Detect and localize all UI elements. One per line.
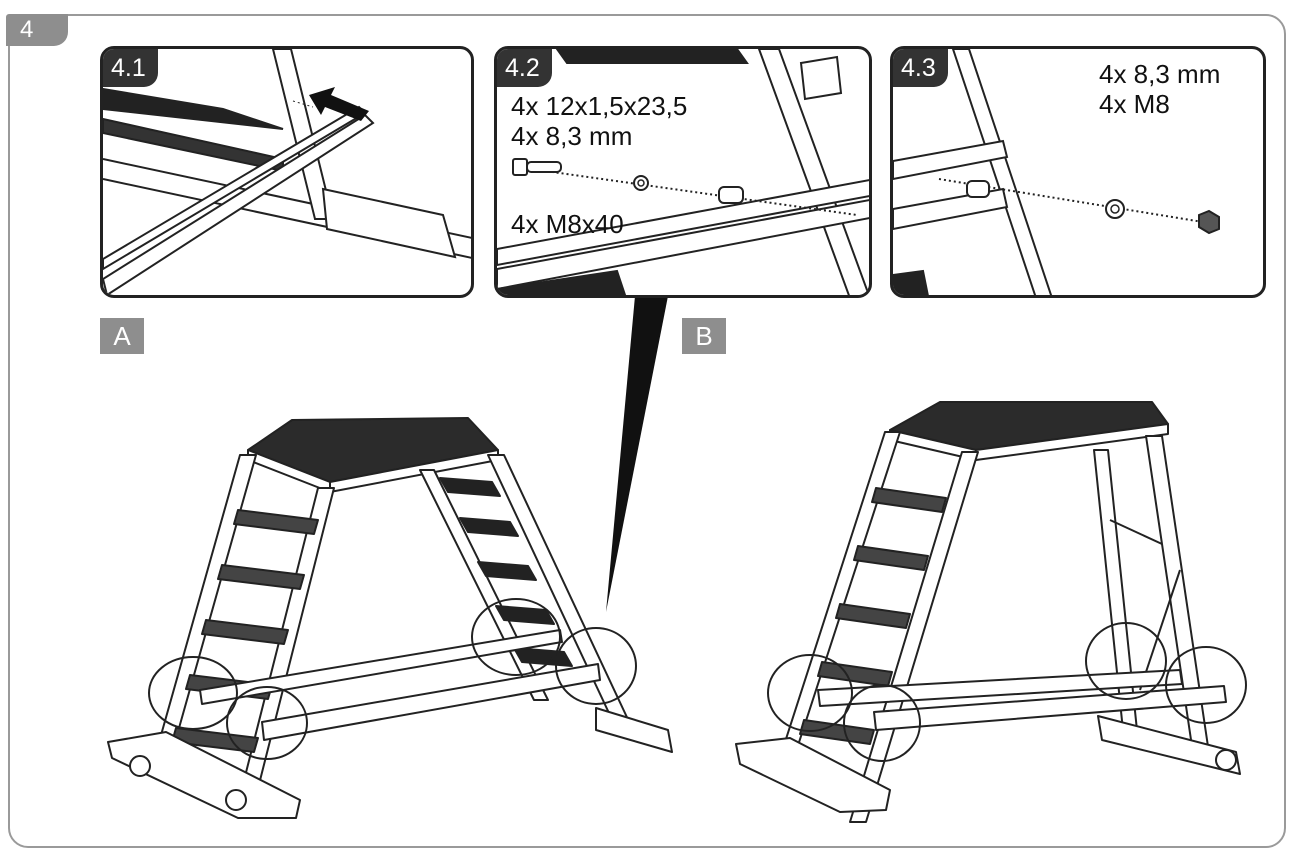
view-label-a: A [100,318,144,354]
panel-4-3-drawing [893,49,1220,295]
direction-arrow-icon [309,87,369,121]
step-number-tab: 4 [6,14,68,46]
panel-4-2-tag: 4.2 [497,49,552,87]
bolt-icon [512,158,562,176]
part-washer-label: 4x 8,3 mm [1099,59,1221,89]
view-label-b: B [682,318,726,354]
ladder-a [107,417,673,819]
spacer-sleeve-icon [966,180,990,198]
panel-4-2-drawing [497,49,869,295]
part-nut-label: 4x M8 [1099,89,1170,119]
ladder-b [735,401,1247,823]
washer-icon [1105,199,1125,219]
nut-icon [1198,209,1220,235]
panel-4-3-tag: 4.3 [893,49,948,87]
part-spacer-label: 4x 12x1,5x23,5 [511,91,688,121]
step-frame [8,14,1286,848]
part-washer-label: 4x 8,3 mm [511,121,633,151]
panel-4-1-drawing [103,49,471,295]
panel-4-1-tag: 4.1 [103,49,158,87]
spacer-sleeve-icon [718,186,744,204]
washer-icon [633,175,649,191]
callout-wedge [606,296,668,612]
detail-panel-4-1: 4.1 [100,46,474,298]
detail-panel-4-2: 4.2 4x 12x1,5x23,5 4x 8,3 mm 4x M8x40 [494,46,872,298]
detail-panel-4-3: 4.3 4x 8,3 mm 4x M8 [890,46,1266,298]
part-bolt-label: 4x M8x40 [511,209,624,239]
